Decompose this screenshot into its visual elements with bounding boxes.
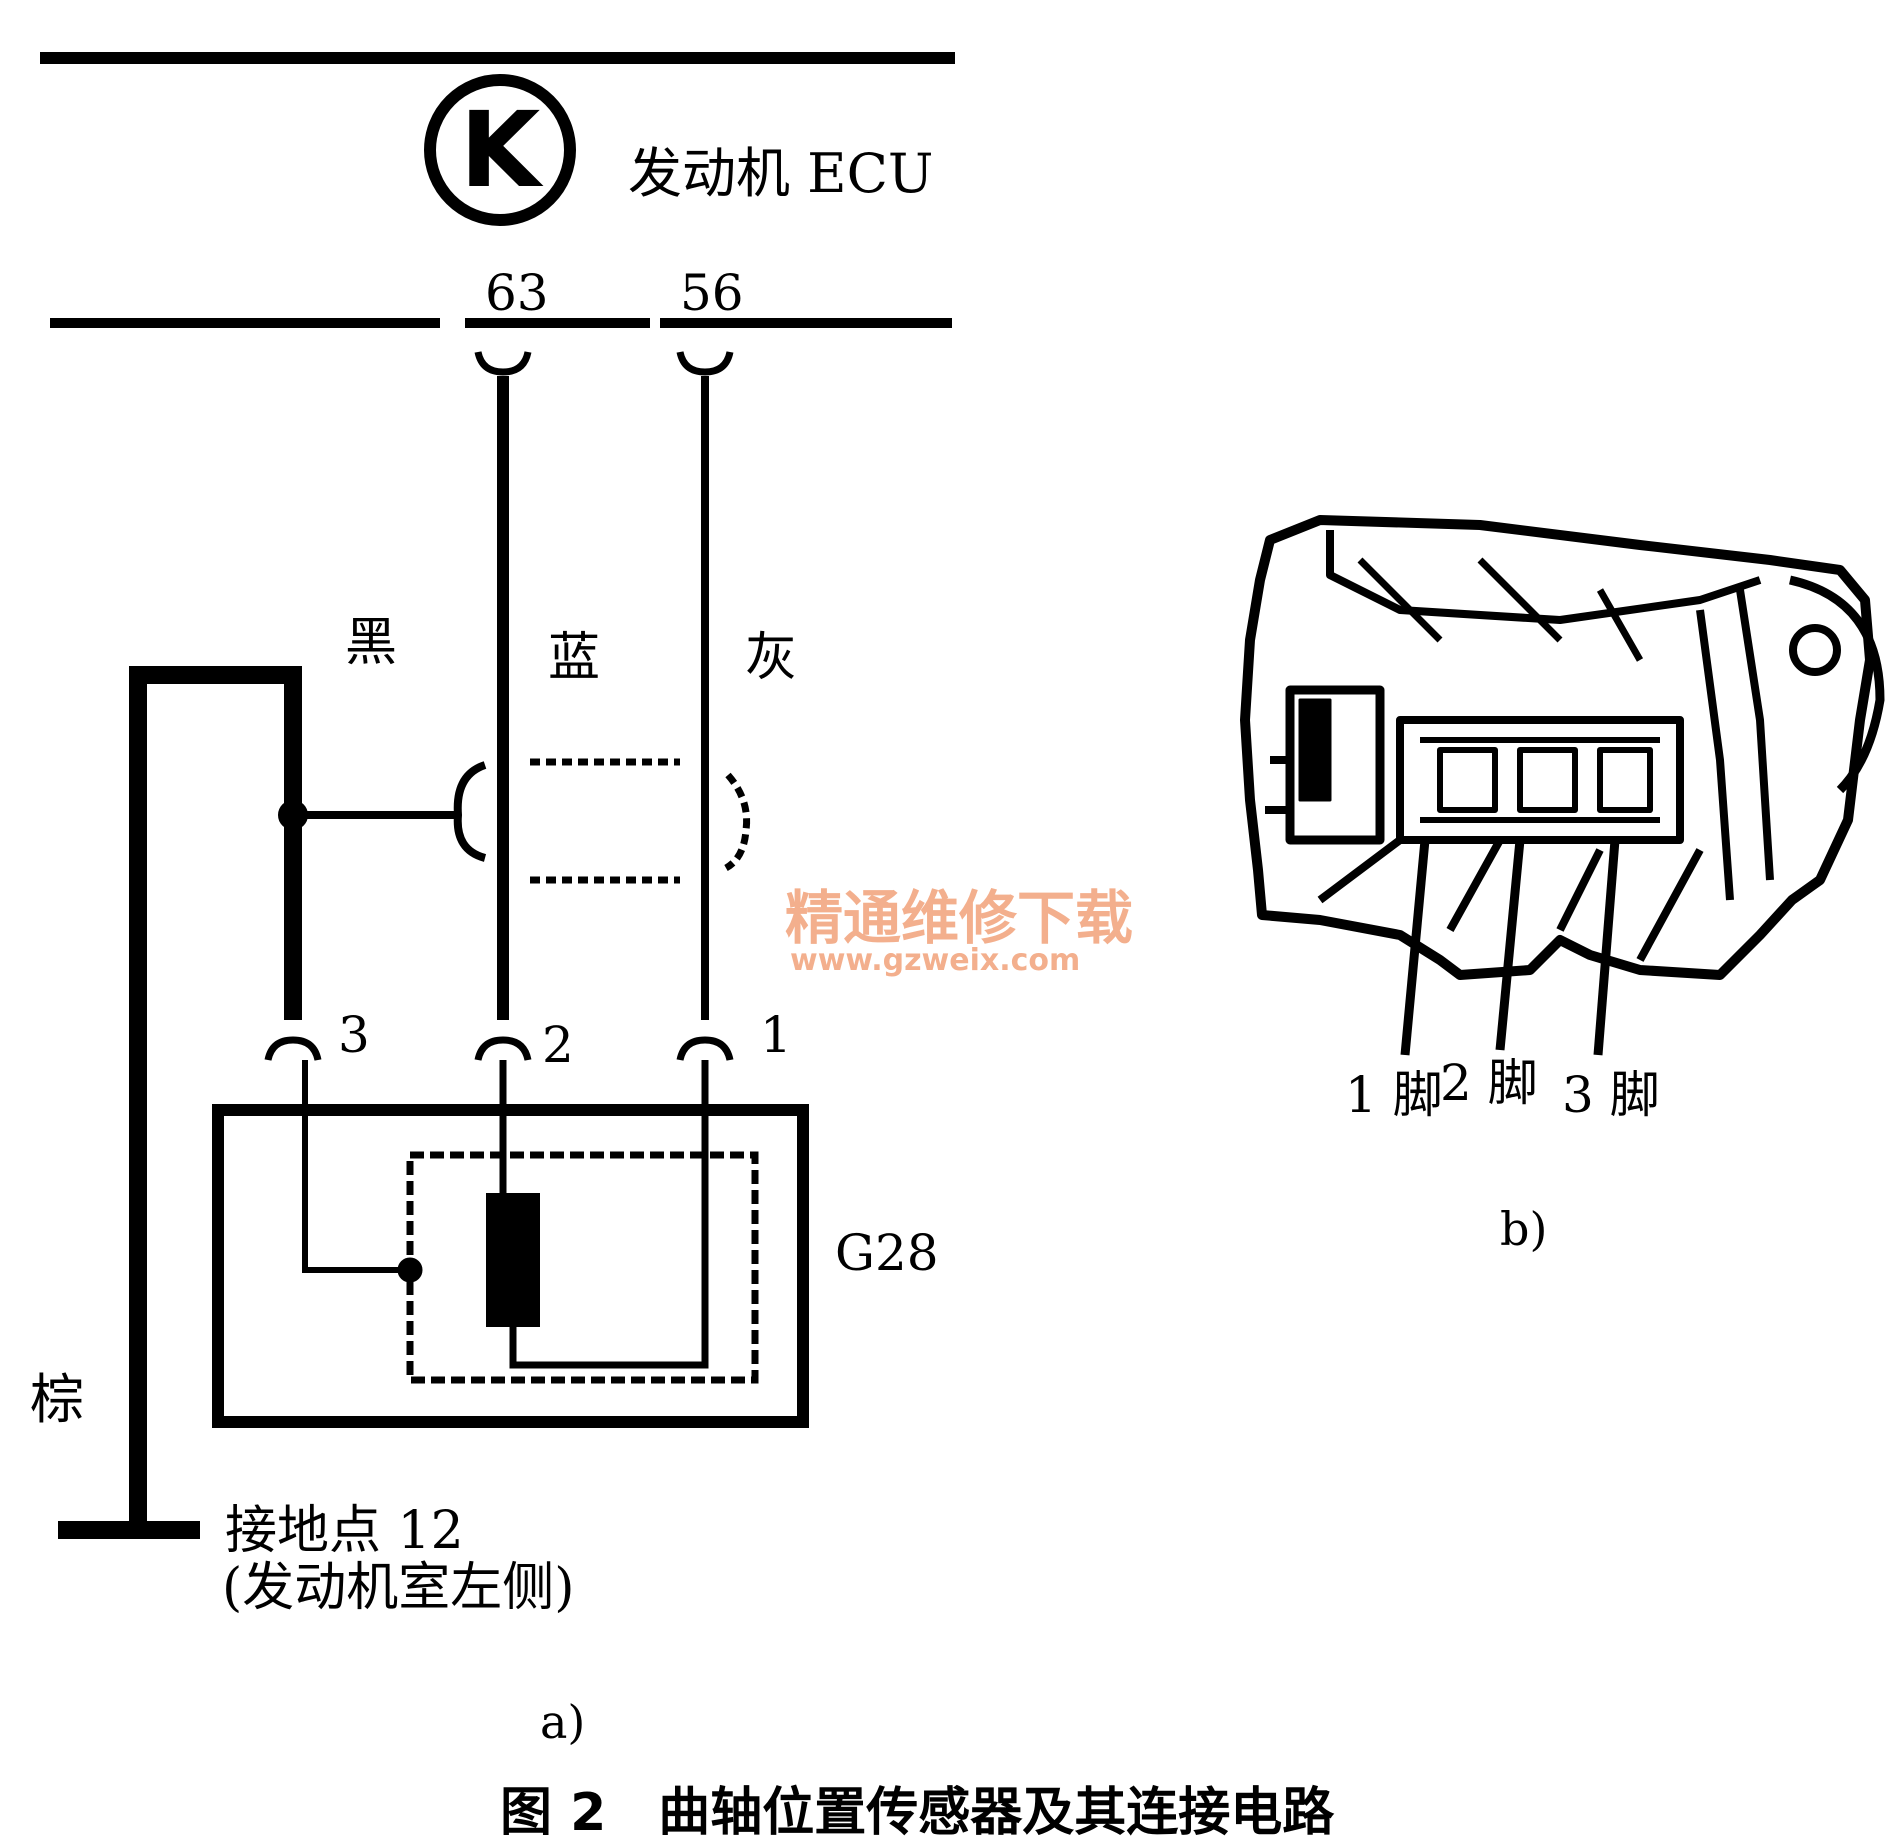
- ground-location-label: (发动机室左侧): [222, 1558, 575, 1618]
- pin-lead-2: [1495, 839, 1525, 1051]
- connector-bottom-2: [474, 1036, 532, 1061]
- pin3-internal: [302, 1060, 410, 1273]
- ground-point-label: 接地点 12: [225, 1501, 464, 1561]
- pin-label-2: 2 脚: [1440, 1054, 1538, 1112]
- wire-color-brown: 棕: [30, 1368, 84, 1431]
- connector-socket: [1396, 716, 1684, 844]
- watermark-text: 精通维修下载: [785, 884, 1133, 952]
- sensor-coil: [486, 1193, 540, 1327]
- pin-63-label: 63: [485, 264, 549, 322]
- connector-top-63: [474, 351, 532, 376]
- coil-return: [509, 1060, 709, 1369]
- ecu-symbol-circle: [424, 74, 576, 226]
- sensor-label: G28: [835, 1224, 939, 1282]
- connector-bottom-1: [676, 1036, 734, 1061]
- ecu-symbol-letter: K: [460, 89, 544, 211]
- pin-label-1: 1 脚: [1345, 1066, 1443, 1124]
- sensor-illustration: [1240, 515, 1885, 1056]
- sensor-pin-3-label: 3: [338, 1006, 370, 1064]
- subfigure-a-caption: a): [540, 1695, 585, 1749]
- sensor-body-outline: [1240, 515, 1875, 980]
- shield-branch-hook: [453, 761, 487, 862]
- watermark-url: www.gzweix.com: [790, 943, 1080, 978]
- wire-color-black: 黑: [345, 613, 397, 673]
- sensor-screw: [1789, 624, 1841, 676]
- sensor-illustration-labels: 1 脚 2 脚 3 脚 b): [1345, 1054, 1660, 1256]
- ecu-label: 发动机 ECU: [628, 142, 933, 205]
- sensor-pin-2-label: 2: [542, 1016, 574, 1074]
- connector-pin-1: [1437, 747, 1498, 813]
- sensor-pin-1-label: 1: [760, 1006, 792, 1064]
- sensor-top-detail: [1357, 557, 1644, 662]
- connector-top-56: [676, 351, 734, 376]
- shield-internal-junction: [397, 1257, 423, 1283]
- connector-socket-inner: [1420, 737, 1660, 823]
- subfigure-b-caption: b): [1500, 1202, 1547, 1256]
- circuit-labels: K 发动机 ECU 63 56 黑 蓝 灰 3 2 1 G28 棕 接地点 12…: [30, 89, 939, 1749]
- sensor-end-cap: [1789, 575, 1885, 794]
- connector-bottom-3: [264, 1036, 322, 1061]
- connector-latch: [1285, 685, 1385, 845]
- shield-hook-right: [724, 772, 751, 872]
- connector-latch-base: [1265, 756, 1290, 814]
- connector-latch-dark: [1298, 698, 1332, 802]
- sensor-top-flange: [1326, 530, 1762, 624]
- wire-color-gray: 灰: [745, 628, 797, 688]
- sensor-lower-structure: [1317, 836, 1704, 962]
- wire-color-blue: 蓝: [548, 628, 600, 688]
- connector-pin-2: [1517, 747, 1578, 813]
- circuit-diagram: [40, 52, 955, 1539]
- figure-caption: 图 2 曲轴位置传感器及其连接电路: [500, 1783, 1335, 1842]
- pin-lead-1: [1400, 839, 1430, 1056]
- connector-pin-3: [1597, 747, 1653, 813]
- pin-lead-3: [1593, 839, 1620, 1056]
- pin-56-label: 56: [680, 264, 744, 322]
- wire-brown: [129, 666, 302, 1530]
- pin-label-3: 3 脚: [1562, 1066, 1660, 1124]
- sensor-housing: [212, 1104, 809, 1428]
- watermark: 精通维修下载 www.gzweix.com: [785, 884, 1133, 978]
- sensor-right-rib: [1696, 589, 1774, 901]
